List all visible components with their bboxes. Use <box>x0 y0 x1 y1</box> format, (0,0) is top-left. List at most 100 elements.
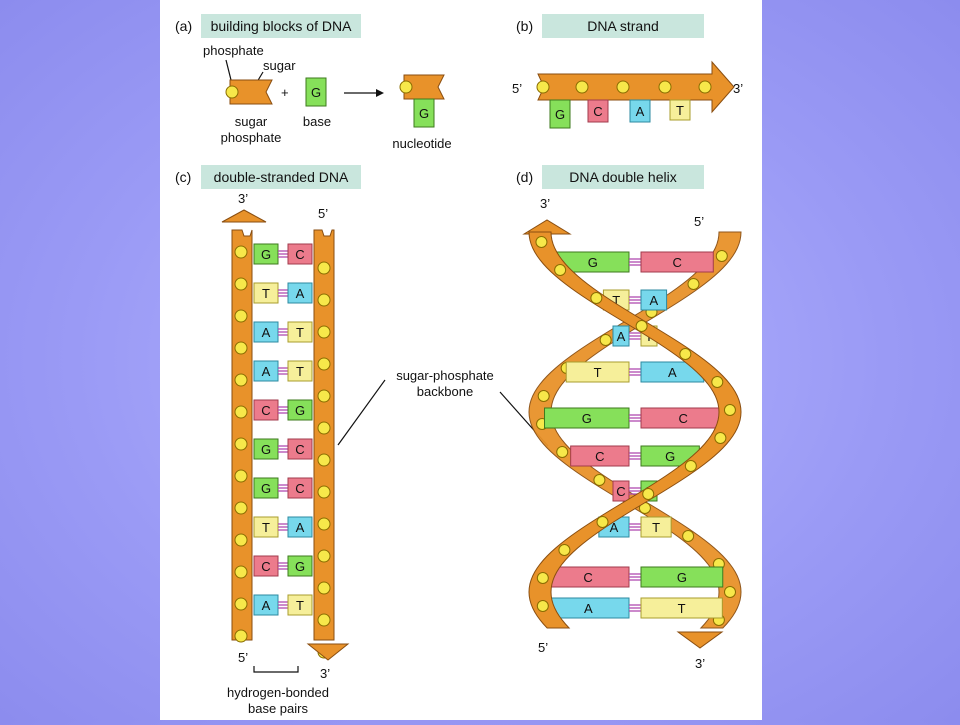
sugar-phosphate-backbone-line2: backbone <box>417 384 473 399</box>
ds-left-phosphate-3 <box>234 341 248 355</box>
panel-d-header-box <box>542 165 704 189</box>
panel-b-tag: (b) <box>516 18 533 34</box>
ds-right-phosphate-8 <box>317 517 331 531</box>
sugar-phosphate-label-line2: phosphate <box>221 130 282 145</box>
sugar-phosphate-label-line1: sugar <box>235 114 268 129</box>
ds-pair-7-right-block <box>287 516 313 538</box>
strand-base-2-block <box>629 99 651 123</box>
dna-structure-figure: (a) building blocks of DNA phosphate sug… <box>175 14 743 716</box>
ds-left-phosphate-11 <box>234 597 248 611</box>
ds-pair-3-left-letter: A <box>262 364 271 379</box>
base-g-letter: G <box>311 85 321 100</box>
ds-pair-9-right-block <box>287 594 313 616</box>
helix-b-phosphate-5 <box>537 390 550 402</box>
panel-c-title: double-stranded DNA <box>214 169 349 185</box>
strand-phosphate-4 <box>698 80 712 94</box>
ds-left-phosphate-4 <box>234 373 248 387</box>
helix-pair-9-right-letter: T <box>678 601 686 616</box>
panel-b-header-box <box>542 14 704 38</box>
helix-bottom-arrow <box>676 631 724 649</box>
ds-pair-0-right-block <box>287 243 313 265</box>
ds-top-right-label: 5’ <box>318 206 328 221</box>
helix-b-phosphate-8 <box>593 474 606 486</box>
ds-pair-2-right-block <box>287 321 313 343</box>
helix-base-pairs: GCTAATTAGCCGCGATCGAT <box>544 251 726 619</box>
panel-d-title: DNA double helix <box>569 169 676 185</box>
ds-pair-8-left-letter: C <box>261 559 270 574</box>
ds-pair-5-right-block <box>287 438 313 460</box>
strand-phosphate-2 <box>616 80 630 94</box>
ds-right-phosphate-11 <box>317 613 331 627</box>
helix-pair-2-left-letter: A <box>617 329 626 344</box>
ds-pair-3-right-letter: T <box>296 364 304 379</box>
ds-right-phosphate-1 <box>317 293 331 307</box>
ds-right-phosphate-9 <box>317 549 331 563</box>
ds-left-phosphate-1 <box>234 277 248 291</box>
ds-bottom-right-label: 3’ <box>320 666 330 681</box>
helix-a-phosphate-4 <box>679 348 692 360</box>
ds-bottom-arrow <box>306 643 350 661</box>
panel-c-header-box <box>201 165 361 189</box>
helix-pair-9-left-letter: A <box>584 601 593 616</box>
ds-left-phosphate-7 <box>234 469 248 483</box>
ds-right-phosphate-7 <box>317 485 331 499</box>
strand-base-2-letter: A <box>636 104 645 119</box>
helix-a-phosphate-1 <box>554 264 567 276</box>
nucleotide-base-letter: G <box>419 106 429 121</box>
helix-b-phosphate-1 <box>687 278 700 290</box>
strand-base-1-letter: C <box>593 104 602 119</box>
ds-bottom-left-label: 5’ <box>238 650 248 665</box>
ds-top-arrow <box>221 209 267 223</box>
sugar-label: sugar <box>263 58 296 73</box>
ds-pair-2-right-letter: T <box>296 325 304 340</box>
ds-left-phosphate-9 <box>234 533 248 547</box>
helix-a-phosphate-5 <box>711 376 724 388</box>
sugar-phosphate-backbone-line1: sugar-phosphate <box>396 368 494 383</box>
strand-phosphate-1 <box>575 80 589 94</box>
ds-right-phosphate-10 <box>317 581 331 595</box>
helix-a-phosphate-12 <box>536 572 549 584</box>
helix-b-phosphate-7 <box>556 446 569 458</box>
strand-base-3-block <box>669 99 691 121</box>
ds-right-phosphate-4 <box>317 389 331 403</box>
helix-pair-1-left-letter: T <box>612 293 620 308</box>
ds-pair-1-right-letter: A <box>296 286 305 301</box>
phosphate-circle <box>225 85 239 99</box>
ds-left-phosphate-5 <box>234 405 248 419</box>
strand-base-3-letter: T <box>676 103 684 118</box>
ds-left-phosphate-12 <box>234 629 248 643</box>
helix-a-phosphate-8 <box>684 460 697 472</box>
helix-a-phosphate-6 <box>723 404 736 416</box>
nucleotide-backbone-shape <box>403 74 445 100</box>
panel-c-tag: (c) <box>175 169 191 185</box>
panel-d-tag: (d) <box>516 169 533 185</box>
phosphate-label: phosphate <box>203 43 264 58</box>
helix-b-phosphate-10 <box>682 530 695 542</box>
ds-pair-1-right-block <box>287 282 313 304</box>
ds-pair-8-right-block <box>287 555 313 577</box>
helix-pair-8-left-letter: C <box>583 570 592 585</box>
ds-left-backbone <box>231 229 253 641</box>
center-label-group: sugar-phosphate backbone <box>337 368 549 447</box>
strand-5-prime-label: 5’ <box>512 81 522 96</box>
ds-pair-4-right-block <box>287 399 313 421</box>
helix-pair-8-right-block <box>640 566 724 588</box>
arrow-head <box>376 89 384 97</box>
helix-pair-7-right-letter: T <box>652 520 660 535</box>
helix-pair-5-left-letter: C <box>595 449 604 464</box>
base-pair-bracket <box>253 666 299 673</box>
ds-pair-4-right-letter: G <box>295 403 305 418</box>
helix-b-phosphate-0 <box>715 250 728 262</box>
base-g-block <box>305 77 327 107</box>
ds-right-phosphate-0 <box>317 261 331 275</box>
ds-left-phosphate-8 <box>234 501 248 515</box>
ds-pair-5-right-letter: C <box>295 442 304 457</box>
helix-b-phosphate-3 <box>599 334 612 346</box>
ds-pair-6-left-letter: G <box>261 481 271 496</box>
panel-a-header-box <box>201 14 361 38</box>
helix-a-phosphate-13 <box>536 600 549 612</box>
